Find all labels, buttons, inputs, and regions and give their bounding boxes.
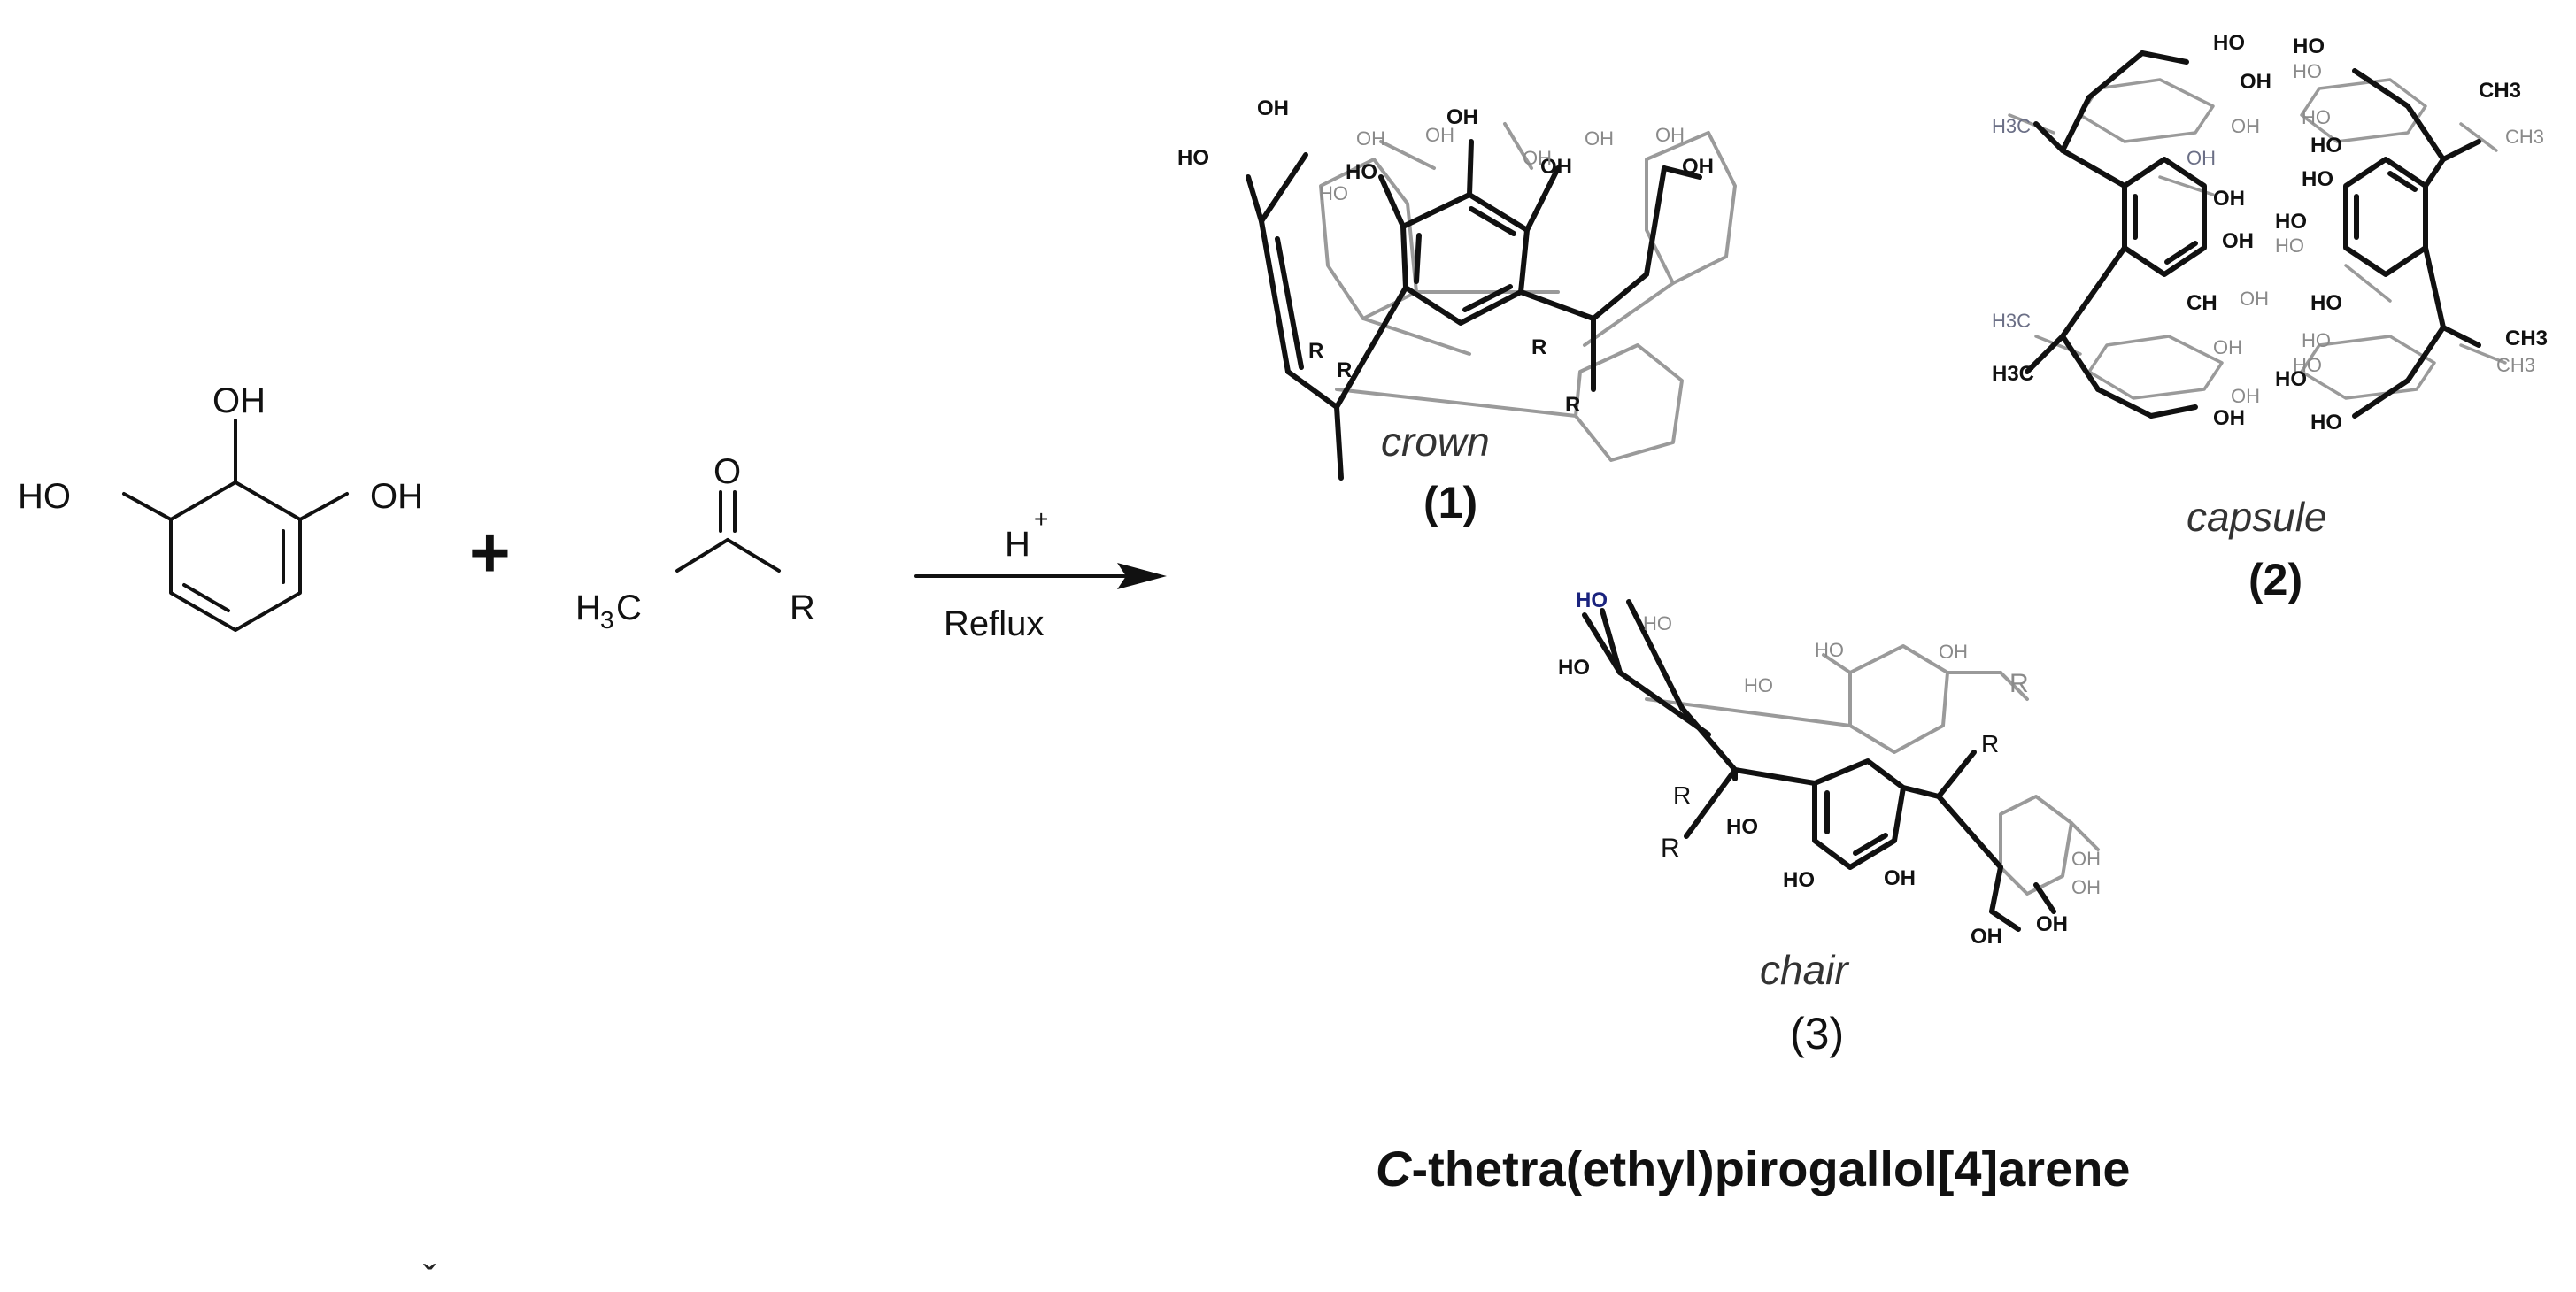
chair-number: (3) xyxy=(1790,1009,1844,1058)
chair-structure: HO HO HO HO HO OH R R R R HO HO OH OH OH… xyxy=(1558,588,2101,1058)
chair-caption: chair xyxy=(1760,947,1849,993)
chair-label-15: OH xyxy=(2071,876,2101,898)
crown-label-15: R xyxy=(1531,335,1546,359)
capsule-label-24: HO xyxy=(2293,354,2322,376)
capsule-label-5: H3C xyxy=(1992,115,2031,137)
chair-label-12: HO xyxy=(1783,868,1815,892)
pyrogallol-oh-left: HO xyxy=(18,477,71,516)
capsule-label-16: HO xyxy=(2293,60,2322,82)
reaction-arrow: H + Reflux xyxy=(914,505,1167,643)
chair-label-17: OH xyxy=(2036,912,2068,936)
pyrogallol-oh-right: OH xyxy=(370,477,423,516)
chair-label-5: HO xyxy=(1815,639,1844,661)
capsule-label-7: OH xyxy=(2222,229,2254,253)
crown-label-5: OH xyxy=(1356,127,1385,150)
crown-label-14: R xyxy=(1337,358,1352,382)
crown-label-4: HO xyxy=(1319,182,1348,204)
chair-label-1: HO xyxy=(1576,588,1608,612)
arrow-catalyst-charge: + xyxy=(1034,505,1048,533)
chair-label-2: HO xyxy=(1643,612,1672,634)
capsule-label-14: OH xyxy=(2240,288,2269,310)
crown-label-9: OH xyxy=(1523,147,1552,169)
capsule-label-10: H3C xyxy=(1992,362,2034,386)
capsule-label-1: HO xyxy=(2213,31,2245,55)
stray-mark: ˇ xyxy=(423,1257,436,1292)
capsule-label-8: CH xyxy=(2187,291,2217,315)
crown-label-7: OH xyxy=(1446,105,1478,129)
capsule-label-13: OH xyxy=(2213,406,2245,430)
capsule-label-22: HO xyxy=(2310,291,2342,315)
ketone-r-group: R xyxy=(790,588,815,627)
chair-label-9: R xyxy=(1673,781,1691,809)
crown-label-12: OH xyxy=(1585,127,1614,150)
ketone-methyl-c: C xyxy=(616,588,642,627)
crown-label-8: OH xyxy=(1540,155,1572,179)
capsule-label-29: CH3 xyxy=(2505,327,2548,350)
capsule-label-4: OH xyxy=(2187,147,2216,169)
pyrogallol-oh-top: OH xyxy=(212,381,266,420)
crown-structure: OH HO HO HO OH OH OH OH OH OH OH OH R R … xyxy=(1177,96,1737,527)
chair-label-13: OH xyxy=(1884,866,1916,890)
capsule-label-19: HO xyxy=(2302,167,2333,191)
capsule-label-28: CH3 xyxy=(2505,126,2544,148)
ketone-methyl-subscript: 3 xyxy=(600,606,614,634)
capsule-label-11: OH xyxy=(2213,336,2242,358)
ketone-oxygen: O xyxy=(713,452,741,491)
chair-label-11: HO xyxy=(1726,815,1758,839)
compound-name-rest: -thetra(ethyl)pirogallol[4]arene xyxy=(1411,1141,2130,1196)
crown-label-6: OH xyxy=(1425,124,1454,146)
chair-label-14: OH xyxy=(2071,848,2101,870)
crown-number: (1) xyxy=(1423,478,1477,527)
crown-label-1: OH xyxy=(1257,96,1289,120)
crown-label-16: R xyxy=(1565,393,1580,417)
capsule-label-20: HO xyxy=(2275,210,2307,234)
plus-sign: + xyxy=(469,513,511,592)
crown-label-3: HO xyxy=(1346,160,1377,184)
chair-label-3: HO xyxy=(1558,656,1590,680)
ketone-structure: O H 3 C R xyxy=(575,452,815,634)
crown-label-13: R xyxy=(1308,339,1323,363)
capsule-number: (2) xyxy=(2248,555,2302,604)
crown-label-2: HO xyxy=(1177,146,1209,170)
chair-label-6: OH xyxy=(1939,641,1968,663)
capsule-label-6: OH xyxy=(2213,187,2245,211)
crown-label-11: OH xyxy=(1682,155,1714,179)
chair-label-8: R xyxy=(1981,730,1999,758)
capsule-label-25: HO xyxy=(2275,367,2307,391)
capsule-label-17: HO xyxy=(2302,106,2331,128)
capsule-label-21: HO xyxy=(2275,235,2304,257)
arrow-catalyst: H xyxy=(1005,525,1030,564)
capsule-label-9: H3C xyxy=(1992,310,2031,332)
arrow-condition: Reflux xyxy=(944,604,1044,643)
capsule-label-18: HO xyxy=(2310,134,2342,158)
capsule-label-26: HO xyxy=(2310,411,2342,435)
chair-label-16: OH xyxy=(1971,925,2002,949)
capsule-label-23: HO xyxy=(2302,329,2331,351)
capsule-structure: HO OH OH OH H3C OH OH CH H3C H3C OH OH O… xyxy=(1992,31,2548,604)
ketone-methyl-h: H xyxy=(575,588,601,627)
capsule-label-15: HO xyxy=(2293,35,2325,58)
capsule-label-2: OH xyxy=(2240,70,2271,94)
capsule-caption: capsule xyxy=(2187,494,2327,540)
compound-name-prefix: C xyxy=(1376,1141,1413,1196)
capsule-label-12: OH xyxy=(2231,385,2260,407)
chair-label-10: R xyxy=(1661,834,1680,863)
pyrogallol-structure: OH HO OH xyxy=(18,381,423,632)
crown-label-10: OH xyxy=(1655,124,1685,146)
chair-label-4: HO xyxy=(1744,674,1773,696)
capsule-label-27: CH3 xyxy=(2479,79,2521,103)
capsule-label-30: CH3 xyxy=(2496,354,2535,376)
crown-caption: crown xyxy=(1381,419,1490,465)
chair-label-7: R xyxy=(2009,669,2029,698)
capsule-label-3: OH xyxy=(2231,115,2260,137)
compound-name: C-thetra(ethyl)pirogallol[4]arene xyxy=(1376,1141,2131,1196)
